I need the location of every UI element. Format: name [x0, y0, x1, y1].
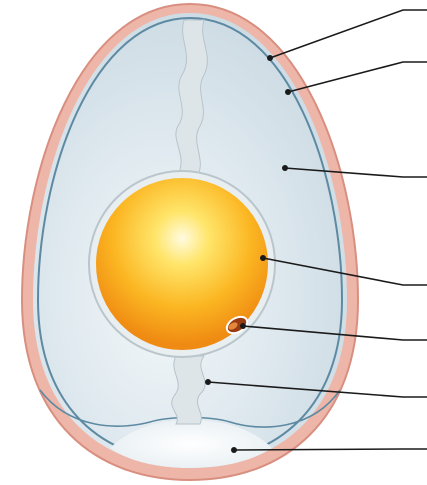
- leader-dot-chalaza: [205, 379, 211, 385]
- leader-dot-yolk: [260, 255, 266, 261]
- leader-dot-air-cell: [231, 447, 237, 453]
- leader-dot-shell: [267, 55, 273, 61]
- leader-shell: [270, 10, 427, 58]
- leader-dot-shell-membrane: [285, 89, 291, 95]
- leader-shell-membrane: [288, 62, 427, 92]
- leader-dot-albumen: [282, 165, 288, 171]
- leader-air-cell: [234, 449, 427, 450]
- leader-dot-germinal-disc: [240, 323, 246, 329]
